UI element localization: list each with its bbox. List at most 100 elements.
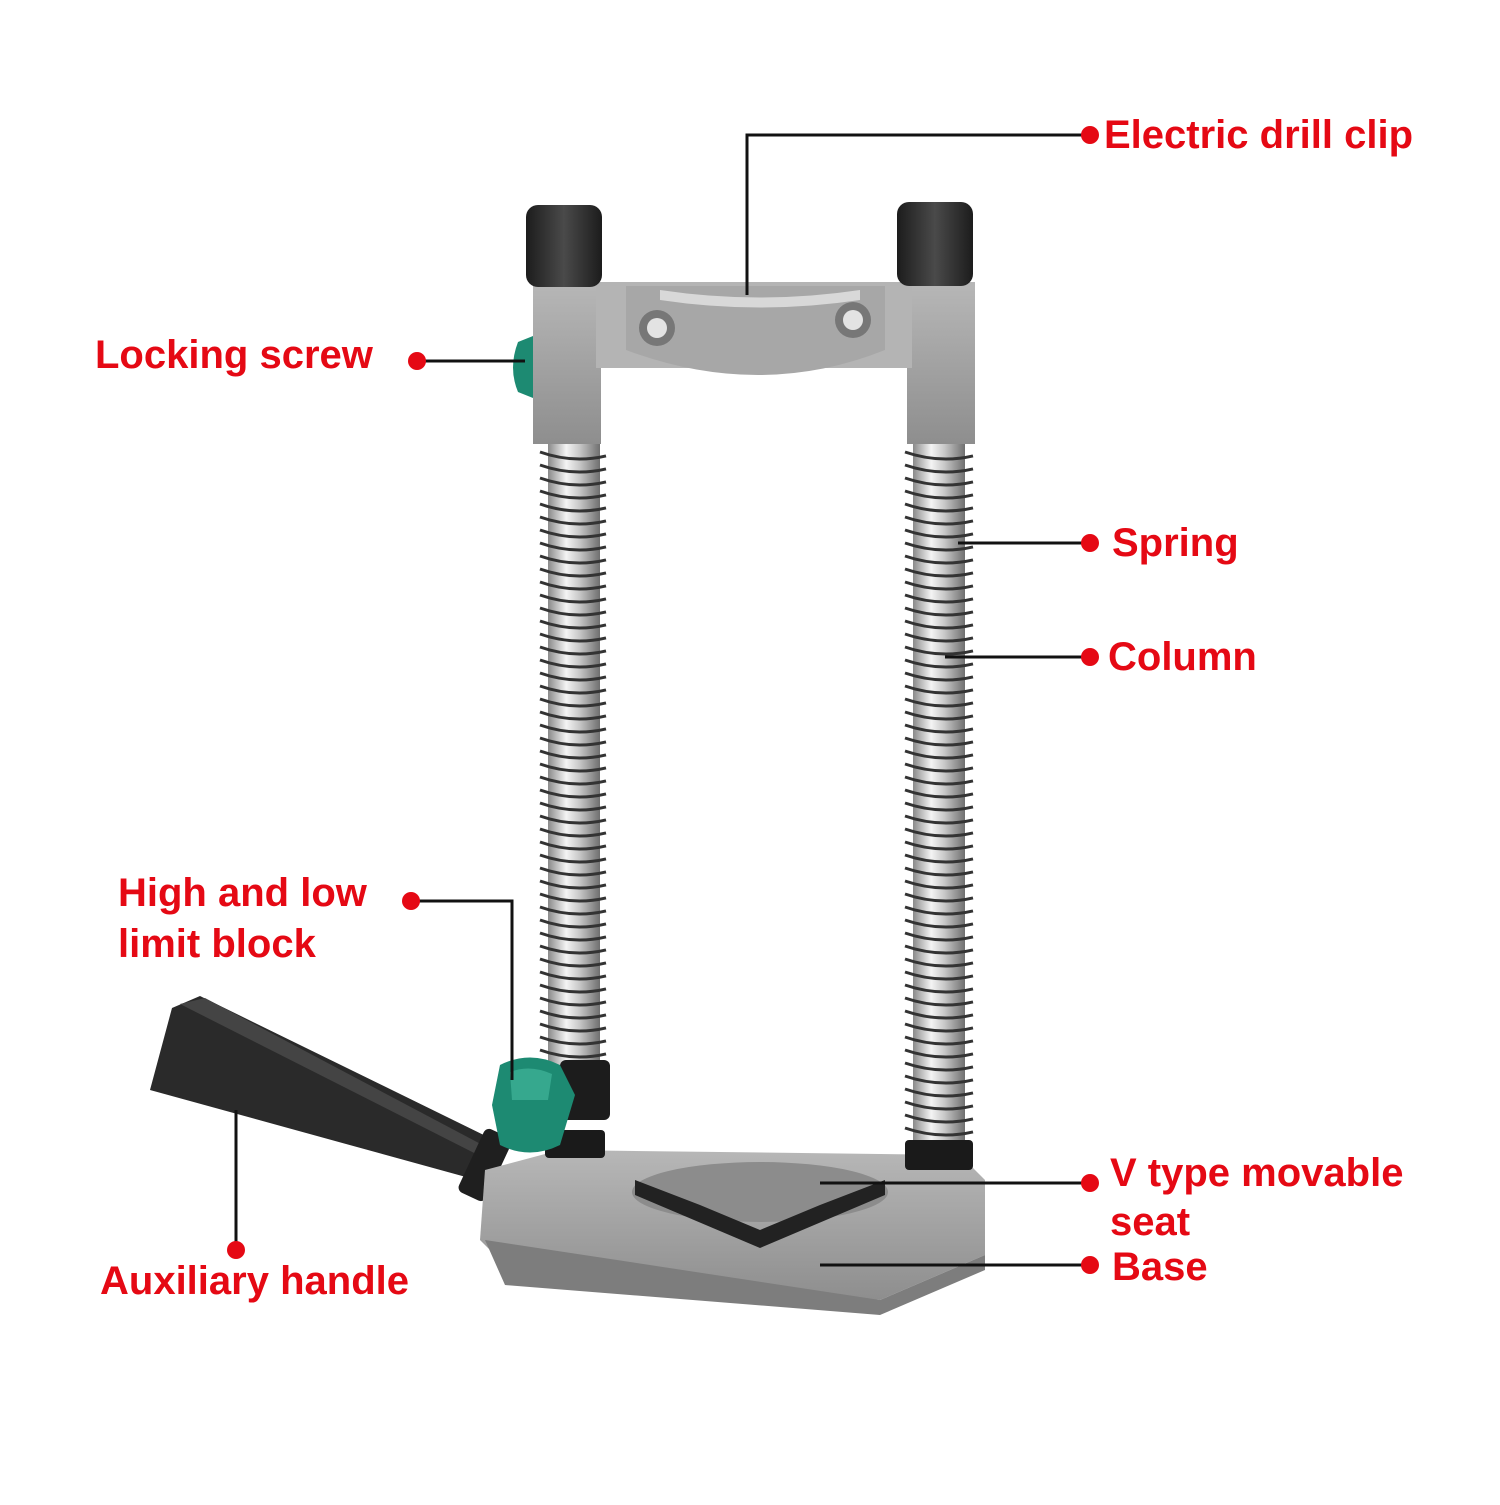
spring-coil <box>904 749 974 760</box>
spring-coil <box>904 1009 974 1020</box>
spring-coil <box>539 658 607 669</box>
spring-coil <box>539 788 607 799</box>
spring-coil <box>904 476 974 487</box>
right-top-knob <box>897 202 973 286</box>
spring-coil <box>539 853 607 864</box>
red-dot-icon <box>1081 126 1099 144</box>
spring-coil <box>904 892 974 903</box>
spring-coil <box>904 528 974 539</box>
label-locking-screw: Locking screw <box>95 333 373 377</box>
spring-coil <box>904 736 974 747</box>
spring-coil <box>904 671 974 682</box>
spring-coil <box>539 827 607 838</box>
label-base: Base <box>1112 1245 1208 1289</box>
spring-coil <box>904 762 974 773</box>
spring-coil <box>539 918 607 929</box>
spring-coil <box>904 515 974 526</box>
spring-coil <box>904 814 974 825</box>
spring-coil <box>904 541 974 552</box>
spring-coil <box>539 775 607 786</box>
spring-coil <box>539 476 607 487</box>
spring-coil <box>539 450 607 461</box>
spring-coil <box>539 697 607 708</box>
left-top-knob <box>526 205 602 287</box>
spring-coil <box>539 1035 607 1046</box>
spring-coil <box>539 463 607 474</box>
label-limit-block-line1: High and low <box>118 871 367 915</box>
spring-coil <box>904 580 974 591</box>
spring-coil <box>904 827 974 838</box>
red-dot-icon <box>1081 534 1099 552</box>
label-v-seat-line2: seat <box>1110 1200 1191 1244</box>
auxiliary-handle <box>150 996 512 1202</box>
spring-coil <box>539 762 607 773</box>
spring-coil <box>904 606 974 617</box>
red-dot-icon <box>227 1241 245 1259</box>
spring-coil <box>904 996 974 1007</box>
label-column: Column <box>1108 635 1257 679</box>
locking-screw-knob <box>513 336 533 398</box>
spring-coil <box>904 684 974 695</box>
red-dot-icon <box>1081 648 1099 666</box>
spring-coil <box>904 775 974 786</box>
spring-coil <box>904 1061 974 1072</box>
spring-coil <box>904 788 974 799</box>
spring-coil <box>904 1113 974 1124</box>
spring-coil <box>539 671 607 682</box>
spring-coil <box>539 957 607 968</box>
spring-coil <box>539 515 607 526</box>
spring-coil <box>539 931 607 942</box>
callout-leaders <box>227 126 1099 1274</box>
spring-coil <box>539 944 607 955</box>
spring-coil <box>539 541 607 552</box>
red-dot-icon <box>408 352 426 370</box>
limit-block-knob <box>492 1057 610 1153</box>
base-plate <box>480 1150 985 1315</box>
spring-coil <box>904 866 974 877</box>
spring-coil <box>539 749 607 760</box>
spring-coil <box>904 983 974 994</box>
spring-coil <box>904 619 974 630</box>
red-dot-icon <box>402 892 420 910</box>
right-column-collar <box>905 1140 973 1170</box>
top-frame <box>533 282 975 444</box>
label-limit-block-line2: limit block <box>118 922 316 966</box>
spring-coil <box>904 944 974 955</box>
spring-coil <box>904 567 974 578</box>
spring-coil <box>539 1009 607 1020</box>
leader-drill-clip <box>745 133 1090 295</box>
spring-coil <box>904 970 974 981</box>
spring-coil <box>539 567 607 578</box>
label-auxiliary-handle: Auxiliary handle <box>100 1259 409 1303</box>
spring-coil <box>904 1087 974 1098</box>
spring-coil <box>904 463 974 474</box>
spring-coil <box>904 593 974 604</box>
spring-coil <box>539 801 607 812</box>
spring-coil <box>539 502 607 513</box>
spring-coil <box>904 905 974 916</box>
spring-coil <box>904 918 974 929</box>
spring-coil <box>904 645 974 656</box>
spring-coil <box>904 1048 974 1059</box>
spring-coil <box>539 619 607 630</box>
spring-coil <box>904 450 974 461</box>
spring-coil <box>904 1022 974 1033</box>
spring-coil <box>539 554 607 565</box>
left-column <box>539 440 607 1080</box>
spring-coil <box>904 489 974 500</box>
spring-coil <box>904 1035 974 1046</box>
spring-coil <box>539 593 607 604</box>
spring-coil <box>539 580 607 591</box>
spring-coil <box>539 866 607 877</box>
spring-coil <box>904 1074 974 1085</box>
leader-limit-block <box>411 899 514 1080</box>
spring-coil <box>539 1022 607 1033</box>
spring-coil <box>539 723 607 734</box>
spring-coil <box>539 606 607 617</box>
spring-coil <box>539 710 607 721</box>
spring-coil <box>904 502 974 513</box>
spring-coil <box>539 489 607 500</box>
spring-coil <box>539 970 607 981</box>
